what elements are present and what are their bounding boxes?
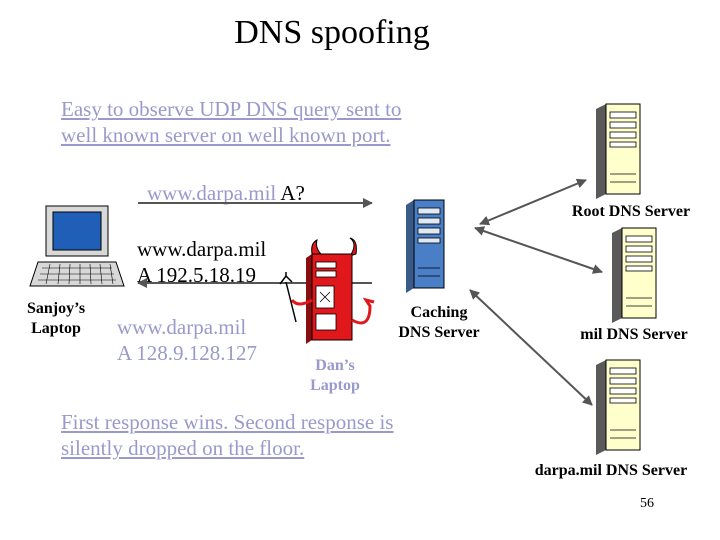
note-bottom: First response wins. Second response is …: [61, 410, 394, 460]
query-label: www.darpa.mil A?: [147, 180, 305, 206]
mil-link-arrow: [474, 226, 603, 274]
darpa-link-arrow: [469, 289, 593, 406]
page-number: 56: [640, 496, 654, 511]
mil-server-icon: [611, 227, 657, 324]
darpa-server-icon: [595, 359, 641, 456]
sanjoy-computer-icon: [29, 205, 125, 287]
query-domain: www.darpa.mil: [147, 181, 277, 205]
root-label: Root DNS Server: [571, 203, 691, 220]
dan-devil-server-icon: [279, 237, 375, 344]
root-server-icon: [595, 103, 641, 200]
root-link-arrow: [479, 178, 587, 226]
darpa-label: darpa.mil DNS Server: [534, 462, 688, 479]
note-top: Easy to observe UDP DNS query sent to we…: [61, 97, 402, 147]
laptop-label: Sanjoy’s Laptop: [26, 300, 86, 337]
spoofed-reply: www.darpa.mil A 128.9.128.127: [117, 315, 258, 365]
caching-label: Caching DNS Server: [398, 304, 480, 341]
mil-label: mil DNS Server: [580, 326, 688, 343]
query-type: A?: [276, 181, 305, 205]
page-title: DNS spoofing: [234, 14, 430, 51]
caching-server-icon: [406, 199, 445, 293]
dan-label: Dan’s Laptop: [310, 357, 360, 394]
